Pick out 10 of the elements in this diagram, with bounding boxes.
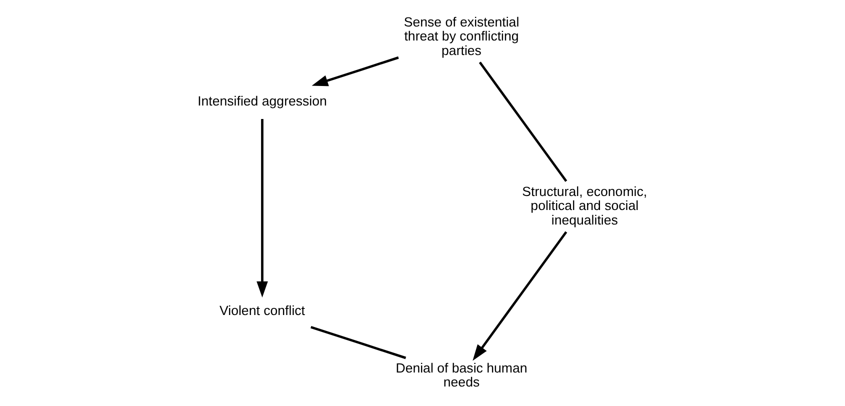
connector bbox=[310, 326, 406, 360]
node-text: Sense of existential threat by conflicting parties bbox=[404, 14, 520, 58]
arrow bbox=[472, 231, 568, 361]
node-text: Denial of basic human needs bbox=[396, 360, 528, 390]
connector bbox=[478, 62, 568, 182]
arrow bbox=[312, 56, 399, 86]
node-text: Intensified aggression bbox=[198, 93, 327, 108]
arrow bbox=[256, 118, 268, 298]
node-text: Structural, economic, political and social inequalities bbox=[522, 184, 648, 228]
node-text: Violent conflict bbox=[220, 302, 306, 318]
